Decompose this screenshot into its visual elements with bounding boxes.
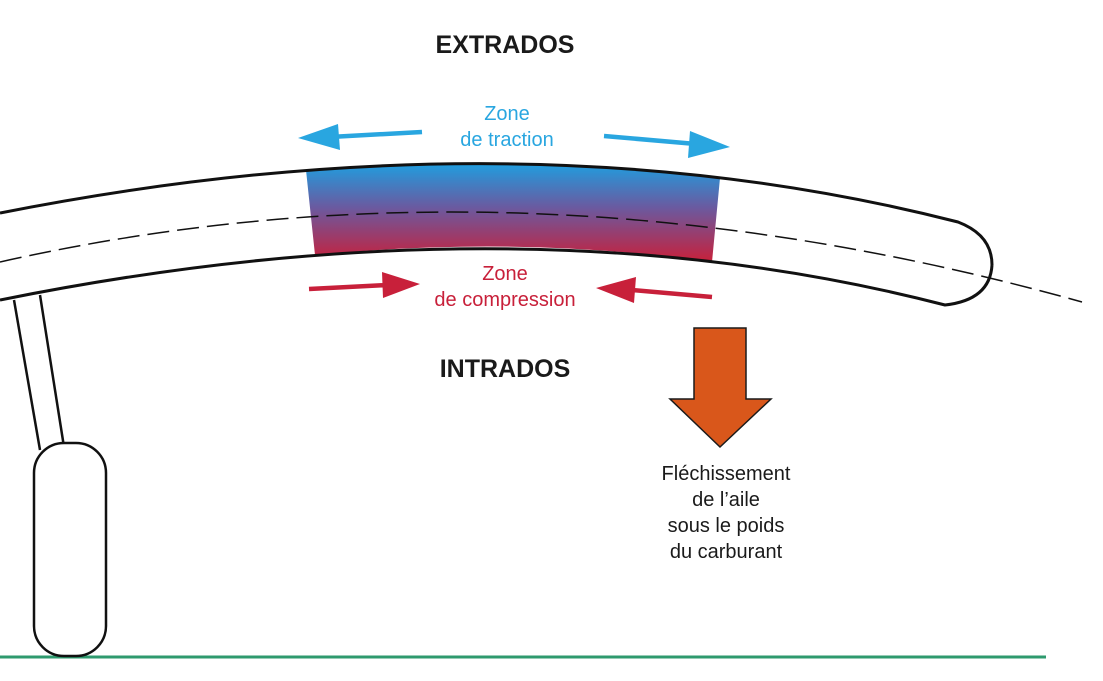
neutral-axis xyxy=(0,211,1083,303)
traction-label-line1: Zone xyxy=(484,103,530,125)
traction-label-line2: de traction xyxy=(460,129,553,151)
deflection-label-line4: du carburant xyxy=(670,541,783,563)
landing-gear-strut xyxy=(12,294,66,451)
traction-arrow-left xyxy=(298,124,423,150)
deflection-label-line2: de l’aile xyxy=(692,489,760,511)
compression-arrow-left xyxy=(308,272,420,298)
wing-lower-surface xyxy=(0,247,994,307)
traction-arrow-right xyxy=(603,131,730,158)
wing-upper-surface xyxy=(0,162,994,266)
compression-label-line1: Zone xyxy=(482,263,528,285)
deflection-label-line1: Fléchissement xyxy=(662,463,791,485)
wheel xyxy=(32,441,108,658)
compression-label-line2: de compression xyxy=(434,289,575,311)
compression-arrow-right xyxy=(596,277,713,303)
load-arrow xyxy=(668,327,773,449)
intrados-label: INTRADOS xyxy=(440,355,571,383)
deflection-label-line3: sous le poids xyxy=(668,515,785,537)
extrados-label: EXTRADOS xyxy=(436,31,575,59)
